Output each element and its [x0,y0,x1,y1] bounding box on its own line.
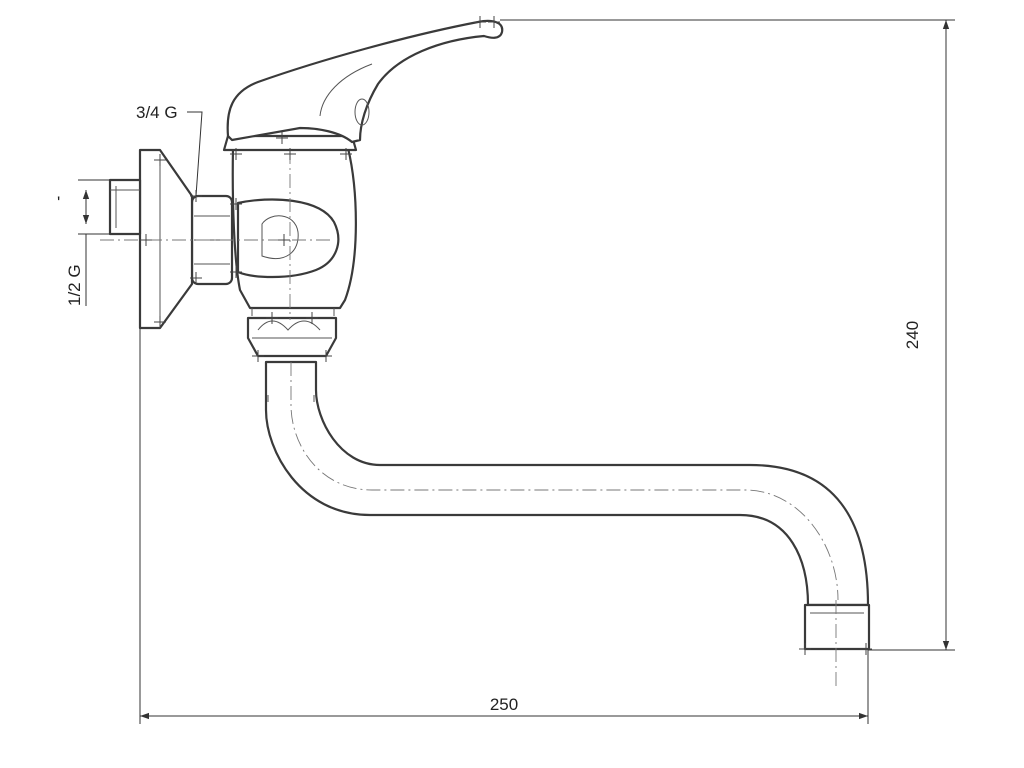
spout [264,360,870,607]
label-three-quarter-g: 3/4 G [136,103,178,122]
wall-thread [108,178,142,236]
dimension-three-quarter-leader [187,111,203,197]
dimension-half-inch [78,179,110,306]
cartridge-cap [222,134,358,152]
lever-handle [226,19,504,144]
mixer-body [231,146,357,316]
label-half-g: 1/2 G [65,264,84,306]
swivel-connector [246,316,338,358]
label-width-250: 250 [490,695,518,714]
eccentric-flange [138,148,194,330]
label-tick-mark: ' [57,193,60,212]
dimension-height [500,19,955,651]
dimension-width [139,328,869,724]
label-height-240: 240 [903,321,922,349]
aerator [803,600,871,690]
